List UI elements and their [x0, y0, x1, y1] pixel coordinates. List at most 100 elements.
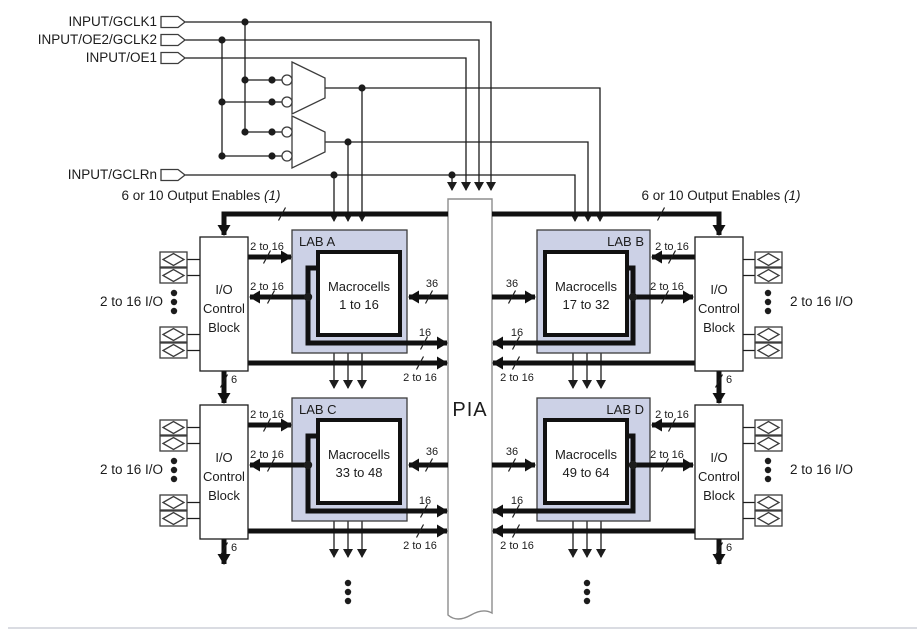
- bus-label-2to16: 2 to 16: [403, 540, 437, 552]
- junction-dot: [303, 460, 313, 470]
- junction-dot: [268, 76, 276, 84]
- mux2-in1-bubble-icon: [281, 126, 293, 138]
- lab-d-macrocells-line2: 49 to 64: [563, 465, 610, 480]
- junction-dot: [628, 460, 638, 470]
- ellipsis-dot: [764, 475, 772, 483]
- junction-dot: [218, 98, 226, 106]
- io-caption-left-bottom: 2 to 16 I/O: [100, 462, 163, 477]
- ellipsis-dot: [764, 289, 772, 297]
- io-pin-diamond-icon: [161, 327, 186, 342]
- ellipsis-dot: [764, 457, 772, 465]
- junction-dot: [448, 171, 456, 179]
- bus-label-2to16: 2 to 16: [500, 372, 534, 384]
- ellipsis-dot: [583, 579, 591, 587]
- slash: [262, 418, 272, 432]
- slash: [419, 336, 429, 350]
- io-pin-stubs-right: [743, 258, 755, 520]
- input-label-oe1: INPUT/OE1: [86, 50, 157, 65]
- slash: [507, 458, 517, 472]
- mux-1: [291, 60, 326, 116]
- ioc-text-line: Control: [203, 301, 245, 316]
- ioc-text-line: Block: [703, 320, 735, 335]
- oe-caption-right-text: 6 or 10 Output Enables: [641, 188, 784, 203]
- text-labels: INPUT/GCLK1 INPUT/OE2/GCLK2 INPUT/OE1 IN…: [38, 14, 853, 554]
- slash: [415, 524, 425, 538]
- io-pin-diamond-icon: [161, 268, 186, 283]
- ellipsis-dot: [764, 466, 772, 474]
- ellipsis-dot: [764, 307, 772, 315]
- bus-label-2to16: 2 to 16: [655, 241, 689, 253]
- io-control-block-left-top: [199, 236, 249, 372]
- junction-dot: [218, 36, 226, 44]
- bus-labc-to-pia-16: [305, 433, 448, 518]
- input-label-gclk1: INPUT/GCLK1: [68, 14, 157, 29]
- bus-label-16: 16: [511, 495, 523, 507]
- junction-dot: [344, 138, 352, 146]
- ioc-text-line: I/O: [710, 282, 727, 297]
- slash: [507, 290, 517, 304]
- ioc-text-line: Block: [208, 488, 240, 503]
- ellipsis-dot: [583, 597, 591, 605]
- lab-c-name: LAB C: [299, 402, 337, 417]
- io-pin-diamond-icon: [756, 495, 781, 510]
- junction-dot: [330, 171, 338, 179]
- bus-label-6: 6: [726, 374, 732, 386]
- bus-label-36: 36: [426, 446, 438, 458]
- pia-box: [447, 198, 493, 620]
- bus-label-2to16: 2 to 16: [250, 241, 284, 253]
- wire-mux1-out: [325, 87, 605, 222]
- io-pin-cells: [159, 251, 783, 527]
- junction-dot: [628, 292, 638, 302]
- lab-c-macrocells-line1: Macrocells: [328, 447, 391, 462]
- io-pin-diamond-icon: [161, 252, 186, 267]
- junction-dot: [268, 98, 276, 106]
- ellipsis-dot: [170, 289, 178, 297]
- lab-a-name: LAB A: [299, 234, 335, 249]
- oe-caption-right: 6 or 10 Output Enables (1): [641, 188, 800, 203]
- slash: [660, 458, 670, 472]
- bus-label-2to16: 2 to 16: [650, 281, 684, 293]
- lab-a-macrocells-line2: 1 to 16: [339, 297, 379, 312]
- slash: [714, 542, 724, 556]
- io-caption-right-top: 2 to 16 I/O: [790, 294, 853, 309]
- bus-label-6: 6: [726, 542, 732, 554]
- junction-dot: [241, 128, 249, 136]
- slash: [219, 374, 229, 388]
- mux1-in2-bubble-icon: [281, 96, 293, 108]
- junction-dot: [241, 76, 249, 84]
- bus-label-6: 6: [231, 542, 237, 554]
- bus-label-36: 36: [506, 278, 518, 290]
- slash: [262, 250, 272, 264]
- lab-a-block: [291, 229, 408, 354]
- junction-dot: [358, 84, 366, 92]
- input-pin-oe1-icon: [160, 51, 187, 65]
- slash: [656, 207, 666, 221]
- ioc-text-line: I/O: [215, 282, 232, 297]
- bus-label-2to16: 2 to 16: [403, 372, 437, 384]
- global-signal-wires: [184, 21, 606, 558]
- io-control-block-right-bottom: [694, 404, 744, 540]
- io-pin-diamond-icon: [756, 268, 781, 283]
- bus-label-16: 16: [419, 327, 431, 339]
- slash: [415, 356, 425, 370]
- lab-b-macrocells-box: [543, 250, 629, 337]
- wire-oe1: [184, 57, 471, 191]
- ellipsis-dot: [170, 457, 178, 465]
- io-control-block-left-bottom: [199, 404, 249, 540]
- slash: [419, 504, 429, 518]
- junction-dot: [268, 152, 276, 160]
- bus-label-2to16: 2 to 16: [650, 449, 684, 461]
- slash: [424, 458, 434, 472]
- slash: [266, 458, 276, 472]
- wire-gclrn: [184, 174, 580, 222]
- ioc-text-line: Control: [203, 469, 245, 484]
- ellipsis-dot: [170, 475, 178, 483]
- io-pins-right: [754, 251, 783, 527]
- slash: [714, 374, 724, 388]
- io-pin-stubs-left: [187, 258, 200, 520]
- io-caption-left-top: 2 to 16 I/O: [100, 294, 163, 309]
- input-label-gclrn: INPUT/GCLRn: [68, 167, 157, 182]
- bus-label-2to16: 2 to 16: [250, 449, 284, 461]
- junction-dot: [241, 18, 249, 26]
